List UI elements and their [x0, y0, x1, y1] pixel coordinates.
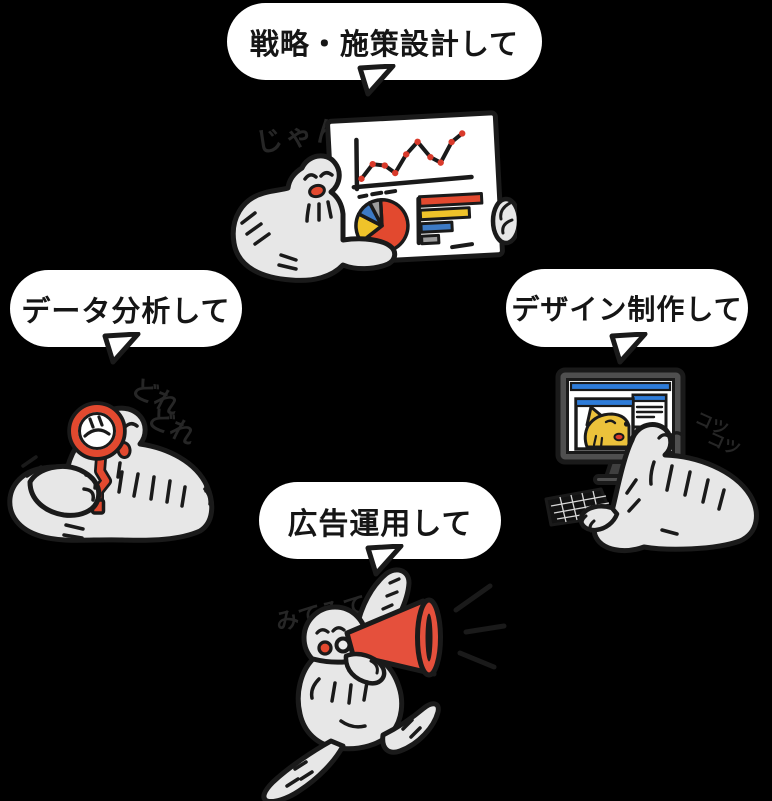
- text-window: [631, 393, 668, 429]
- closed-eyes: [657, 431, 684, 440]
- right-leg: [380, 701, 441, 755]
- gripping-arm: [21, 455, 102, 518]
- line-chart-icon: [351, 131, 474, 192]
- bubble-analysis-label: データ分析して: [21, 295, 231, 328]
- fur-lines: [625, 460, 726, 536]
- left-leg: [261, 738, 346, 801]
- line-chart-points: [358, 130, 466, 182]
- fur-lines: [62, 461, 212, 540]
- chart-board-icon: [325, 110, 505, 266]
- typing-paw: [578, 504, 620, 533]
- magnified-frown: [83, 415, 111, 438]
- closed-eyes: [315, 626, 346, 635]
- bubble-design-label: デザイン制作して: [511, 294, 743, 325]
- presenter-body: [230, 153, 398, 283]
- monitor-icon: [555, 367, 686, 485]
- dog-artwork-icon: [583, 405, 631, 449]
- smiling-face: [303, 171, 334, 199]
- bar-chart-icon: [416, 192, 484, 246]
- bubble-design-tail-icon: [609, 332, 648, 365]
- chart-presenter-character-icon: [230, 110, 517, 283]
- open-mouth: [317, 640, 333, 656]
- sound-lines: [453, 583, 507, 670]
- bubble-strategy-tail-icon: [357, 64, 396, 97]
- megaphone-character-icon: [261, 567, 507, 801]
- presenter-right-hand: [490, 196, 517, 246]
- open-mouth: [308, 183, 326, 199]
- bubble-design: デザイン制作して: [506, 269, 748, 347]
- bubble-analysis-tail-icon: [102, 332, 141, 365]
- magnifier-character-icon: [7, 401, 215, 543]
- designer-character-icon: [544, 367, 759, 553]
- fur-lines: [240, 200, 333, 271]
- designer-body: [578, 422, 759, 553]
- bubble-strategy-label: 戦略・施策設計して: [249, 28, 520, 61]
- bubble-ads-tail-icon: [365, 544, 404, 577]
- dog-artwork-window: [574, 397, 635, 451]
- holding-arm: [343, 651, 387, 686]
- fur-lines: [285, 677, 422, 788]
- bubble-ads-label: 広告運用して: [287, 507, 473, 541]
